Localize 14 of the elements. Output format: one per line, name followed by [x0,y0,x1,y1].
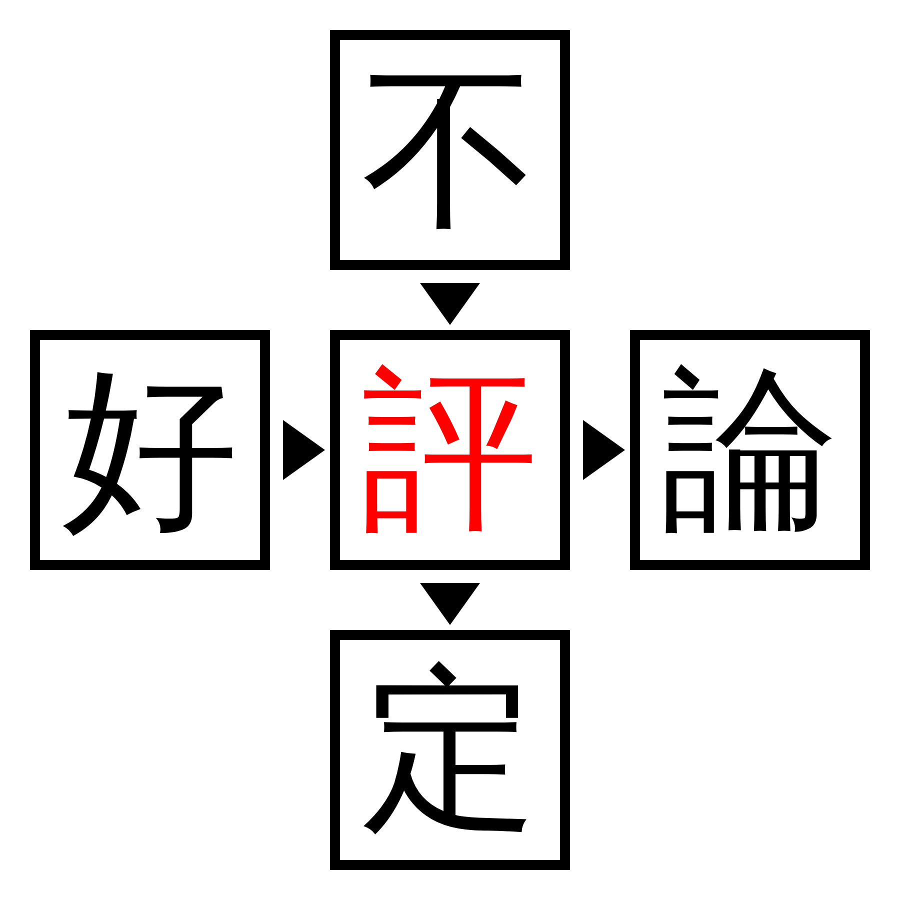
arrow [420,283,480,325]
arrow [420,583,480,625]
character-label: 定 [362,662,538,838]
character-label: 評 [362,362,538,538]
arrow [583,420,625,480]
character-box [330,330,570,570]
character-label: 論 [662,362,838,538]
character-box [330,30,570,270]
arrow [283,420,325,480]
character-box [30,330,270,570]
character-label: 不 [362,62,538,238]
character-label: 好 [62,362,238,538]
character-box [330,630,570,870]
character-box [630,330,870,570]
